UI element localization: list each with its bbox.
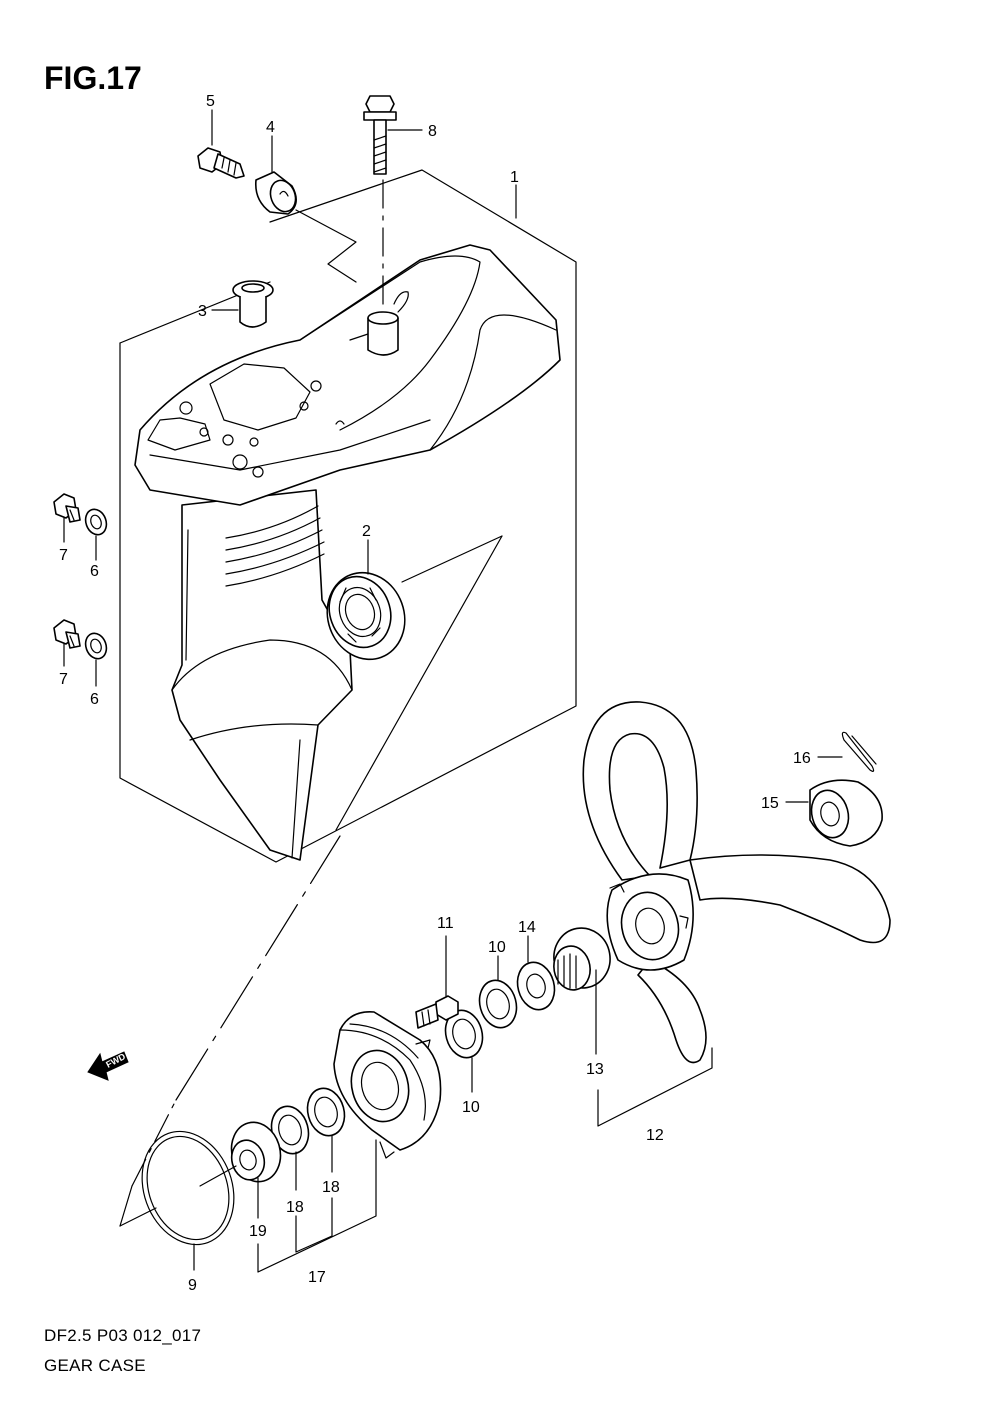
callout-5: 5 [206,93,215,110]
washer-part-14 [516,961,556,1011]
gasket-lower-part-6 [84,632,108,660]
propeller-nut-part-15 [809,779,883,847]
bolt-part-11 [415,995,459,1029]
callout-18-lower: 18 [286,1199,304,1216]
callout-10-upper: 10 [488,939,506,956]
callout-11: 11 [437,915,454,932]
bearing-upper-part-18 [306,1087,346,1137]
callout-18-upper: 18 [322,1179,340,1196]
callout-14: 14 [518,919,536,936]
leader-lines [63,109,843,1273]
collar-part-4 [254,171,297,215]
thrust-washer-part-13 [553,927,611,991]
callout-15: 15 [761,795,779,812]
callout-6-lower: 6 [90,691,99,708]
callout-3: 3 [198,303,207,320]
gear-case-body [134,244,561,861]
bearing-part-2 [326,535,503,831]
drain-plug-upper-part-7 [53,493,81,523]
callout-6-upper: 6 [90,563,99,580]
plug-part-3 [232,280,274,328]
gasket-upper-part-6 [84,508,108,536]
figure-code: DF2.5 P03 012_017 [44,1326,202,1345]
callout-19: 19 [249,1223,267,1240]
figure-name: GEAR CASE [44,1356,146,1375]
callout-1: 1 [510,169,519,186]
propeller-part-12 [582,701,891,1064]
callout-17: 17 [308,1269,326,1286]
callout-labels: 5 4 8 1 3 2 7 6 7 6 16 15 11 14 10 13 10… [59,93,811,1294]
callout-7-upper: 7 [59,547,68,564]
ball-bearing-part-19 [230,1121,282,1183]
drain-plug-lower-part-7 [53,619,81,649]
callout-10-lower: 10 [462,1099,480,1116]
callout-16: 16 [793,750,811,767]
callout-8: 8 [428,123,437,140]
o-ring-part-9 [141,1130,235,1246]
callout-4: 4 [266,119,275,136]
callout-13: 13 [586,1061,604,1078]
shaft-centerline [119,835,341,1227]
callout-7-lower: 7 [59,671,68,688]
callout-9: 9 [188,1277,197,1294]
cotter-pin-part-16 [841,731,877,772]
bolt-part-5 [197,147,245,179]
forward-arrow-icon: FWD [87,1051,129,1081]
oil-seal-upper-part-10 [478,979,518,1029]
figure-title: FIG.17 [44,60,142,96]
bolt-part-8 [363,95,397,311]
callout-2: 2 [362,523,371,540]
callout-12: 12 [646,1127,664,1144]
shaft-housing-part-17 [333,1011,442,1159]
